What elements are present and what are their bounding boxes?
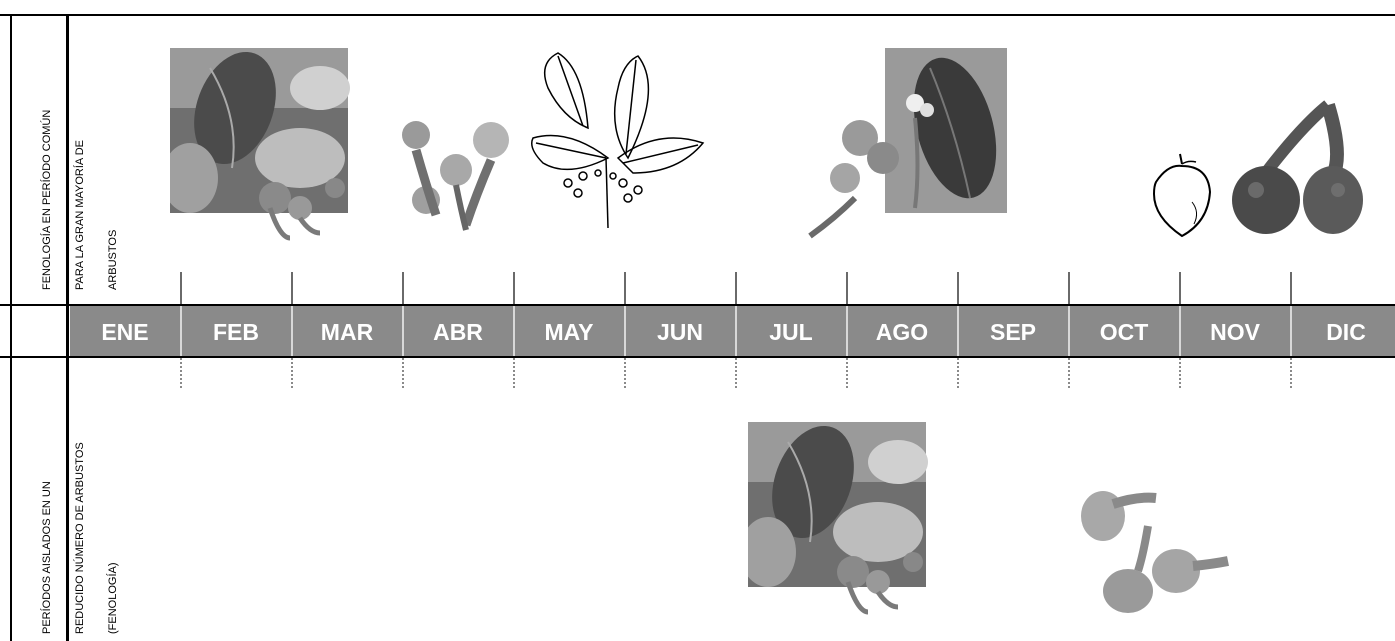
month-label-sep: SEP <box>958 306 1068 356</box>
month-separator <box>624 306 626 356</box>
top-border <box>0 14 1395 16</box>
month-tick-top <box>180 272 182 304</box>
month-tick-top <box>291 272 293 304</box>
month-tick-top <box>624 272 626 304</box>
month-separator <box>846 306 848 356</box>
month-label-oct: OCT <box>1069 306 1179 356</box>
leaf-photo-jul <box>748 422 928 617</box>
fruits-photo-dic <box>1228 95 1373 240</box>
month-tick-bottom <box>402 358 405 388</box>
month-tick-bottom <box>624 358 627 388</box>
flowers-leaf-ago <box>805 48 1010 243</box>
month-label-jun: JUN <box>625 306 735 356</box>
month-separator <box>291 306 293 356</box>
month-tick-top <box>1290 272 1292 304</box>
month-tick-bottom <box>957 358 960 388</box>
top-row-label-line: ARBUSTOS <box>108 110 119 290</box>
month-tick-bottom <box>735 358 738 388</box>
month-tick-top <box>735 272 737 304</box>
month-separator <box>735 306 737 356</box>
top-row-label: FENOLOGÍA EN PERÍODO COMÚN PARA LA GRAN … <box>20 110 141 290</box>
left-border <box>10 14 12 641</box>
month-tick-top <box>846 272 848 304</box>
month-label-may: MAY <box>514 306 624 356</box>
month-tick-top <box>513 272 515 304</box>
month-label-nov: NOV <box>1180 306 1290 356</box>
month-separator <box>180 306 182 356</box>
month-tick-bottom <box>1068 358 1071 388</box>
month-tick-bottom <box>1290 358 1293 388</box>
month-label-jul: JUL <box>736 306 846 356</box>
month-separator <box>402 306 404 356</box>
month-tick-top <box>402 272 404 304</box>
month-tick-top <box>1068 272 1070 304</box>
flower-buds-abr <box>396 115 526 240</box>
month-tick-top <box>957 272 959 304</box>
month-label-ene: ENE <box>70 306 180 356</box>
fruits-photo-oct <box>1078 486 1233 616</box>
month-label-ago: AGO <box>847 306 957 356</box>
month-tick-bottom <box>513 358 516 388</box>
month-tick-bottom <box>291 358 294 388</box>
month-separator <box>1179 306 1181 356</box>
month-tick-bottom <box>180 358 183 388</box>
month-separator <box>957 306 959 356</box>
month-label-abr: ABR <box>403 306 513 356</box>
leaf-photo-feb <box>170 48 352 243</box>
month-separator <box>513 306 515 356</box>
month-label-mar: MAR <box>292 306 402 356</box>
top-row-label-line: FENOLOGÍA EN PERÍODO COMÚN <box>42 110 53 290</box>
bottom-row-label-line: (FENOLOGÍA) <box>108 442 119 634</box>
bottom-row-label-line: PERÍODOS AISLADOS EN UN <box>42 442 53 634</box>
month-label-dic: DIC <box>1291 306 1395 356</box>
month-tick-bottom <box>846 358 849 388</box>
month-row-bottom-border <box>0 356 1395 358</box>
month-separator <box>1290 306 1292 356</box>
bottom-row-label: PERÍODOS AISLADOS EN UN REDUCIDO NÚMERO … <box>20 442 141 634</box>
leaf-sketch-may <box>528 48 708 233</box>
month-tick-bottom <box>1179 358 1182 388</box>
fruit-sketch-nov <box>1148 152 1218 240</box>
bottom-row-label-line: REDUCIDO NÚMERO DE ARBUSTOS <box>75 442 86 634</box>
month-separator <box>1068 306 1070 356</box>
month-tick-top <box>1179 272 1181 304</box>
month-label-feb: FEB <box>181 306 291 356</box>
top-row-label-line: PARA LA GRAN MAYORÍA DE <box>75 110 86 290</box>
